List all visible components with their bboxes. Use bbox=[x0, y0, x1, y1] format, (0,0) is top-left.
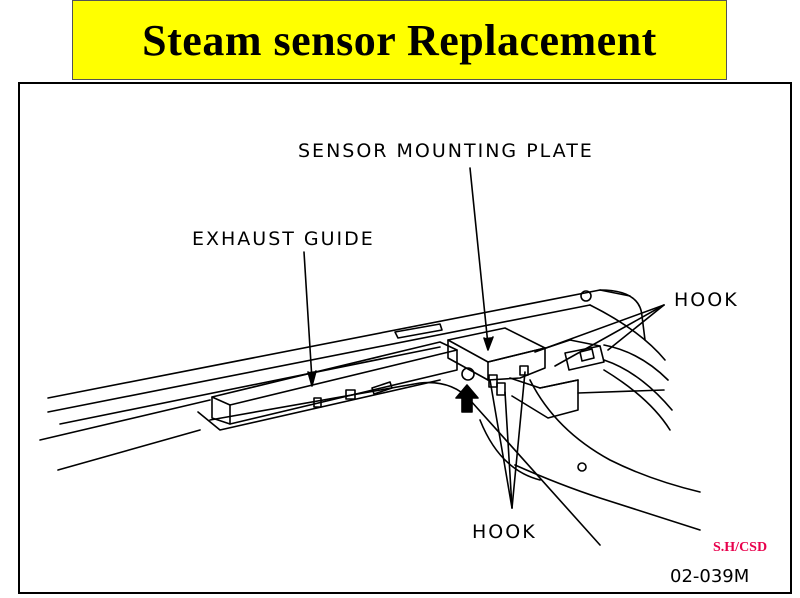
page-title: Steam sensor Replacement bbox=[142, 15, 657, 65]
wire bbox=[603, 369, 671, 431]
mounting-plate-top bbox=[447, 327, 546, 363]
rail-lower-edge bbox=[39, 399, 211, 441]
rail-inner-edge bbox=[59, 346, 441, 425]
mounting-screw-lower bbox=[577, 462, 587, 472]
leader-hook-right bbox=[534, 304, 665, 353]
tray-front-edge bbox=[209, 381, 601, 546]
wire bbox=[603, 359, 673, 411]
plate-hook-slot bbox=[496, 382, 506, 396]
mounting-plate-front bbox=[447, 339, 489, 381]
arrowhead bbox=[483, 336, 494, 351]
guide-tab bbox=[345, 389, 356, 400]
wire bbox=[589, 304, 666, 361]
leader-hook-bottom bbox=[489, 379, 513, 509]
connector-detail bbox=[579, 348, 595, 362]
wire bbox=[603, 344, 669, 381]
exhaust-guide-base bbox=[197, 379, 441, 431]
tray-lower-curve bbox=[514, 464, 701, 531]
leader-mounting-plate bbox=[469, 167, 489, 346]
guide-notch bbox=[371, 381, 393, 395]
mounting-plate-tongue bbox=[509, 377, 579, 419]
rail-top-edge bbox=[47, 289, 631, 399]
exhaust-guide-label: EXHAUST GUIDE bbox=[192, 228, 375, 250]
leader-hook-bottom bbox=[511, 371, 526, 509]
rail-slot bbox=[394, 323, 443, 339]
author-credit: S.H/CSD bbox=[713, 540, 768, 555]
rail-second-edge bbox=[47, 304, 591, 413]
mounting-plate-tongue-top bbox=[539, 379, 579, 389]
connector-body bbox=[564, 345, 605, 371]
leader-hook-right bbox=[607, 304, 665, 351]
title-banner: Steam sensor Replacement bbox=[72, 0, 727, 80]
leader-right-line bbox=[577, 389, 665, 394]
leader-exhaust-guide bbox=[303, 251, 313, 381]
leader-hook-right bbox=[554, 304, 665, 367]
leader-hook-bottom bbox=[504, 391, 513, 509]
wire bbox=[529, 379, 701, 493]
sensor-mounting-plate-label: SENSOR MOUNTING PLATE bbox=[298, 140, 594, 162]
mounting-screw bbox=[580, 290, 592, 302]
figure-code: 02-039M bbox=[670, 566, 750, 587]
rail-underside bbox=[57, 429, 201, 471]
arrowhead bbox=[307, 370, 317, 387]
rail-right-end bbox=[599, 289, 646, 341]
tray-lower-curve-2 bbox=[479, 419, 541, 481]
push-arrow bbox=[455, 384, 479, 413]
hook-label-bottom: HOOK bbox=[472, 521, 537, 543]
hook-label-right: HOOK bbox=[674, 289, 739, 311]
mounting-plate-side bbox=[487, 347, 546, 381]
guide-tab bbox=[313, 397, 322, 408]
plate-screw bbox=[461, 367, 475, 381]
diagram-frame bbox=[18, 82, 792, 594]
plate-hook-slot bbox=[488, 374, 498, 388]
plate-hook-slot bbox=[519, 365, 529, 376]
